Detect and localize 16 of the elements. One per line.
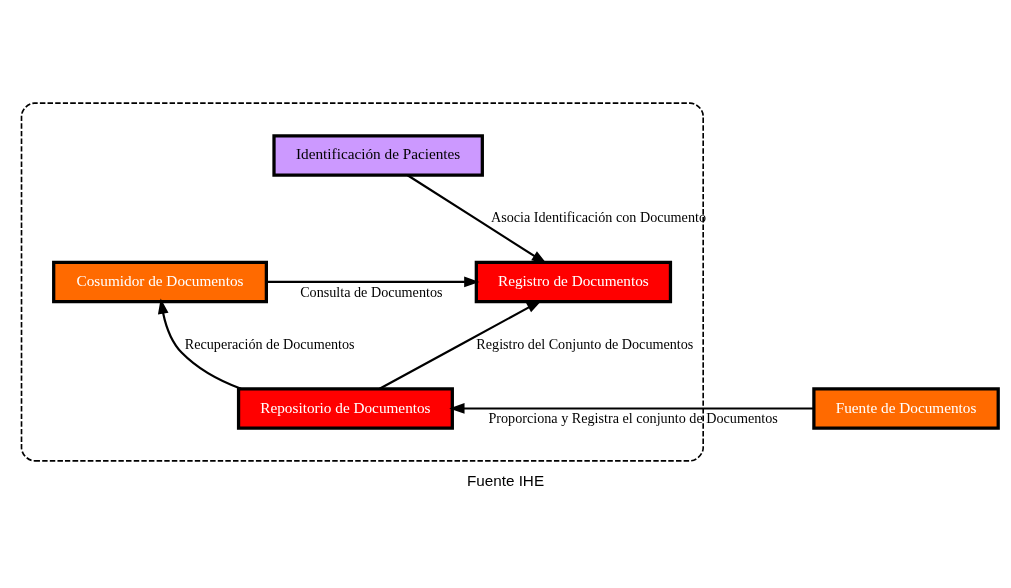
arrow: [266, 276, 480, 287]
cluster: [20, 101, 704, 462]
arrow: [407, 173, 547, 264]
edge-label: Proporciona y Registra el conjunto de Documentos: [488, 409, 778, 426]
arrow: [449, 402, 814, 414]
edge-label: Asocia Identificación con Documento: [490, 208, 706, 225]
edge-label: Consulta de Documentos: [300, 283, 443, 300]
edge-label: Recuperación de Documentos: [184, 335, 355, 352]
edge-label: Registro del Conjunto de Documentos: [476, 335, 694, 352]
node-box: Registro de Documentos: [474, 260, 673, 303]
node-box: Cosumidor de Documentos: [52, 260, 268, 303]
caption: Fuente IHE: [466, 471, 545, 489]
node-box: Identificación de Pacientes: [272, 133, 484, 177]
node-box: Repositorio de Documentos: [236, 386, 454, 430]
node-box: Fuente de Documentos: [812, 386, 1000, 430]
arrow: [157, 298, 242, 390]
